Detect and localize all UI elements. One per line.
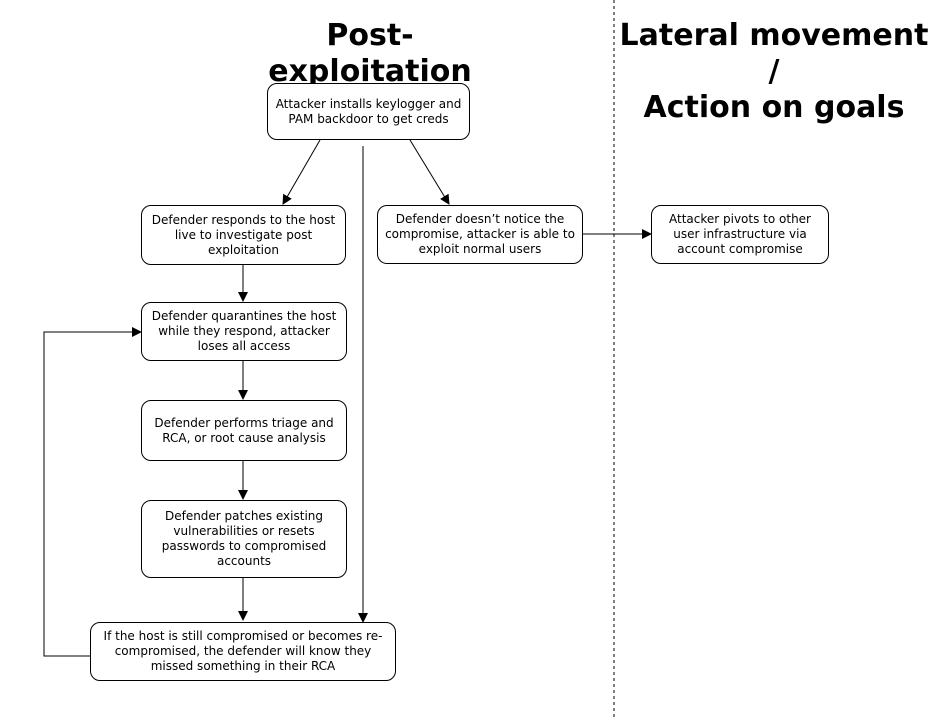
node-quarantine-text: Defender quarantines the host while they… bbox=[151, 309, 337, 353]
node-respond-live: Defender responds to the host live to in… bbox=[141, 205, 346, 265]
heading-lateral-line1: Lateral movement / bbox=[619, 18, 929, 89]
node-not-notice: Defender doesn’t notice the compromise, … bbox=[377, 205, 583, 264]
heading-lateral-movement: Lateral movement / Action on goals bbox=[615, 18, 933, 126]
node-still-compromised: If the host is still compromised or beco… bbox=[90, 622, 396, 681]
node-keylogger: Attacker installs keylogger and PAM back… bbox=[267, 83, 470, 140]
node-pivot-text: Attacker pivots to other user infrastruc… bbox=[668, 212, 811, 256]
node-keylogger-text: Attacker installs keylogger and PAM back… bbox=[275, 96, 462, 126]
node-pivot: Attacker pivots to other user infrastruc… bbox=[651, 205, 829, 264]
heading-lateral-line2: Action on goals bbox=[643, 90, 905, 125]
arrow-keylogger-to-respond bbox=[282, 139, 321, 205]
node-triage-text: Defender performs triage and RCA, or roo… bbox=[154, 415, 334, 445]
node-quarantine: Defender quarantines the host while they… bbox=[141, 302, 347, 361]
node-not-notice-text: Defender doesn’t notice the compromise, … bbox=[385, 212, 575, 256]
node-patch-text: Defender patches existing vulnerabilitie… bbox=[161, 509, 327, 568]
node-respond-live-text: Defender responds to the host live to in… bbox=[151, 212, 336, 257]
arrow-keylogger-to-not-notice bbox=[409, 139, 450, 205]
node-triage: Defender performs triage and RCA, or roo… bbox=[141, 400, 347, 461]
node-still-compromised-text: If the host is still compromised or beco… bbox=[103, 629, 383, 673]
node-patch: Defender patches existing vulnerabilitie… bbox=[141, 500, 347, 578]
arrow-loop-back-to-quarantine bbox=[43, 327, 142, 657]
